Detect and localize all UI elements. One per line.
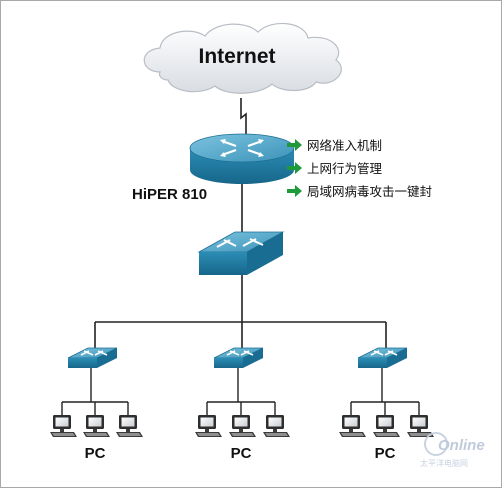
distribution-links — [94, 275, 387, 348]
pc-icon — [116, 415, 143, 437]
feature-list: 网络准入机制 上网行为管理 局域网病毒攻击一键封 — [287, 138, 432, 199]
feature-item: 网络准入机制 — [287, 138, 382, 153]
watermark: Online 太平洋电脑网 — [420, 432, 485, 468]
core-switch — [197, 231, 285, 275]
feature-virus-block: 局域网病毒攻击一键封 — [307, 184, 432, 199]
pc-group-label: PC — [231, 445, 252, 462]
pc-group-label: PC — [85, 445, 106, 462]
access-switch-1 — [67, 347, 118, 369]
access-group-1: PC — [50, 347, 143, 462]
internet-label: Internet — [198, 45, 275, 68]
pc-icon — [83, 415, 110, 437]
access-group-3: PC — [339, 347, 434, 462]
feature-item: 上网行为管理 — [287, 161, 383, 176]
router-label: HiPER 810 — [132, 186, 207, 203]
watermark-text: Online — [438, 437, 485, 454]
pc-icon — [195, 415, 222, 437]
feature-network-access: 网络准入机制 — [307, 138, 382, 153]
feature-behavior-management: 上网行为管理 — [307, 161, 383, 176]
watermark-subtext: 太平洋电脑网 — [420, 458, 468, 468]
wan-link — [240, 98, 247, 140]
pc-icon — [263, 415, 290, 437]
pc-group-label: PC — [375, 445, 396, 462]
pc-icon — [50, 415, 77, 437]
access-switch-2 — [213, 347, 264, 369]
access-group-2: PC — [195, 347, 290, 462]
green-arrow-icon — [287, 162, 302, 174]
pc-icon — [229, 415, 256, 437]
pc-icon — [339, 415, 366, 437]
router-hiper-810 — [189, 133, 295, 184]
internet-cloud: Internet — [143, 22, 342, 94]
green-arrow-icon — [287, 139, 302, 151]
pc-icon — [373, 415, 400, 437]
feature-item: 局域网病毒攻击一键封 — [287, 184, 432, 199]
access-switch-3 — [357, 347, 408, 369]
green-arrow-icon — [287, 185, 302, 197]
